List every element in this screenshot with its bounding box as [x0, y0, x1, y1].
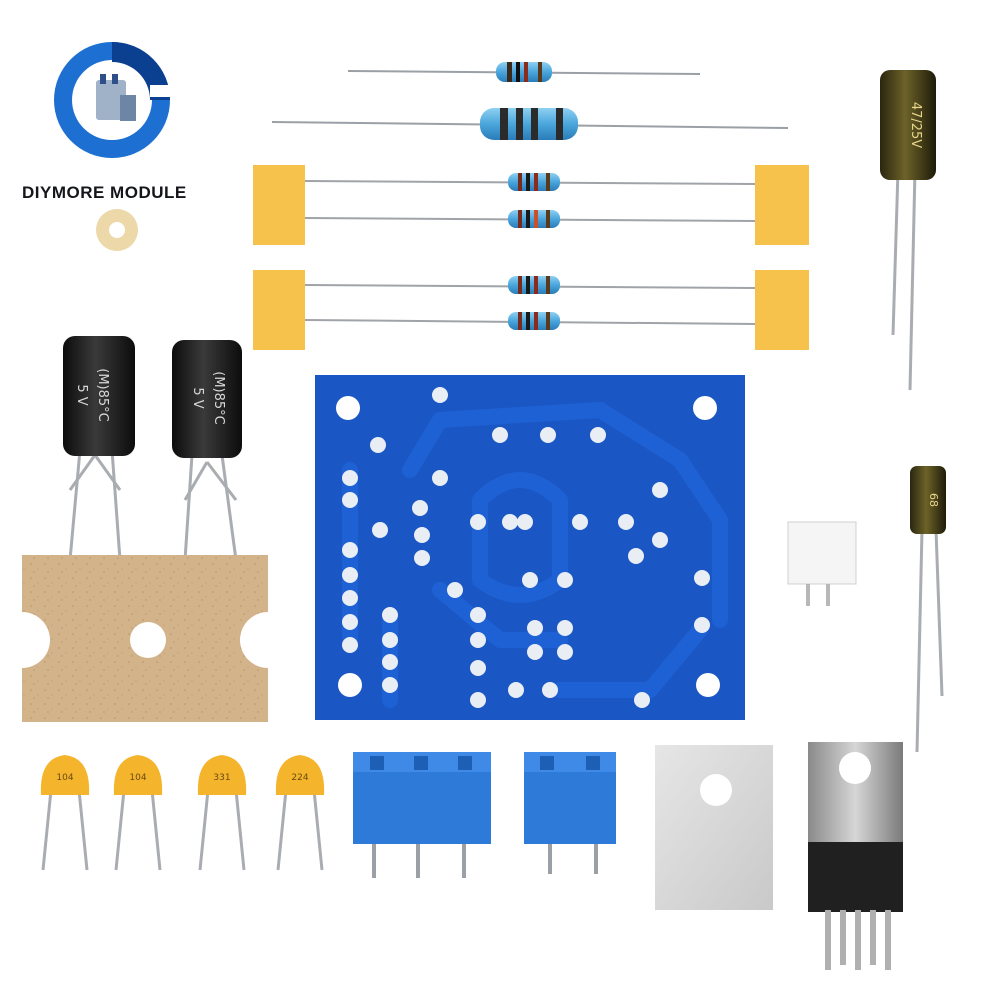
solder-pad — [508, 682, 524, 698]
solder-pad — [412, 500, 428, 516]
solder-pad — [372, 522, 388, 538]
solder-pad — [470, 692, 486, 708]
brand-logo — [54, 42, 174, 158]
ceramic-capacitor-code: 224 — [291, 773, 308, 783]
solder-pad — [522, 572, 538, 588]
solder-pad — [470, 514, 486, 530]
solder-pad — [370, 437, 386, 453]
solder-pad — [502, 514, 518, 530]
ceramic-capacitor: 104 — [40, 755, 90, 871]
solder-pad — [342, 590, 358, 606]
cap-small-gold-marking: 68 — [927, 493, 940, 507]
solder-pad — [557, 644, 573, 660]
solder-pad — [382, 677, 398, 693]
solder-pad — [540, 427, 556, 443]
electrolytic-capacitor-middle: (M)85°C 5 V — [172, 340, 242, 561]
power-amplifier-ic — [808, 742, 903, 970]
solder-pad — [382, 632, 398, 648]
cap-large-marking: 47/25V — [908, 102, 923, 148]
solder-pad — [527, 620, 543, 636]
solder-pad — [652, 532, 668, 548]
solder-pad — [382, 654, 398, 670]
solder-pad — [527, 644, 543, 660]
terminal-block-3pin — [353, 752, 491, 878]
cap-middle-marking: (M)85°C — [211, 371, 226, 424]
solder-pad — [414, 550, 430, 566]
brand-name: DIYMORE MODULE — [22, 183, 187, 202]
solder-pad — [634, 692, 650, 708]
ceramic-capacitor-code: 104 — [56, 773, 73, 783]
pcb-solder-pads — [342, 387, 710, 708]
solder-pad — [447, 582, 463, 598]
solder-pad — [432, 387, 448, 403]
solder-pad — [542, 682, 558, 698]
solder-pad — [342, 542, 358, 558]
solder-pad — [470, 607, 486, 623]
taped-resistor-strip-2 — [253, 270, 809, 350]
ceramic-capacitor: 331 — [197, 755, 247, 871]
solder-pad — [342, 492, 358, 508]
pin-header-connector — [787, 521, 857, 606]
terminal-block-2pin — [524, 752, 616, 874]
mica-insulator-pad — [655, 745, 773, 910]
fiber-washer — [96, 209, 138, 251]
solder-pad — [382, 607, 398, 623]
solder-pad — [694, 617, 710, 633]
solder-pad — [342, 470, 358, 486]
solder-pad — [557, 620, 573, 636]
solder-pad — [432, 470, 448, 486]
solder-pad — [557, 572, 573, 588]
solder-pad — [342, 637, 358, 653]
ceramic-capacitor-code: 104 — [129, 773, 146, 783]
solder-pad — [492, 427, 508, 443]
solder-pad — [470, 660, 486, 676]
solder-pad — [517, 514, 533, 530]
ceramic-capacitor: 104 — [113, 755, 163, 871]
ceramic-capacitor: 224 — [275, 755, 325, 871]
ceramic-capacitors: 104 104 331 224 — [40, 755, 325, 871]
electrolytic-capacitor-left: (M)85°C 5 V — [63, 336, 135, 561]
solder-pad — [572, 514, 588, 530]
solder-pad — [470, 632, 486, 648]
solder-pad — [414, 527, 430, 543]
cardboard-insulator — [22, 555, 268, 722]
solder-pad — [628, 548, 644, 564]
taped-resistor-strip-1 — [253, 165, 809, 245]
solder-pad — [342, 567, 358, 583]
solder-pad — [652, 482, 668, 498]
resistor-large — [271, 108, 789, 140]
electrolytic-capacitor-large-gold: 47/25V — [880, 70, 936, 391]
resistor-small-top — [347, 62, 701, 82]
pcb-board — [315, 375, 745, 720]
solder-pad — [590, 427, 606, 443]
solder-pad — [694, 570, 710, 586]
cap-left-marking: (M)85°C — [95, 368, 110, 421]
cap-left-rating: 5 V — [74, 384, 89, 405]
cap-middle-rating: 5 V — [190, 387, 205, 408]
electrolytic-capacitor-small-gold: 68 — [910, 466, 946, 753]
ceramic-capacitor-code: 331 — [213, 773, 230, 783]
solder-pad — [342, 614, 358, 630]
solder-pad — [618, 514, 634, 530]
